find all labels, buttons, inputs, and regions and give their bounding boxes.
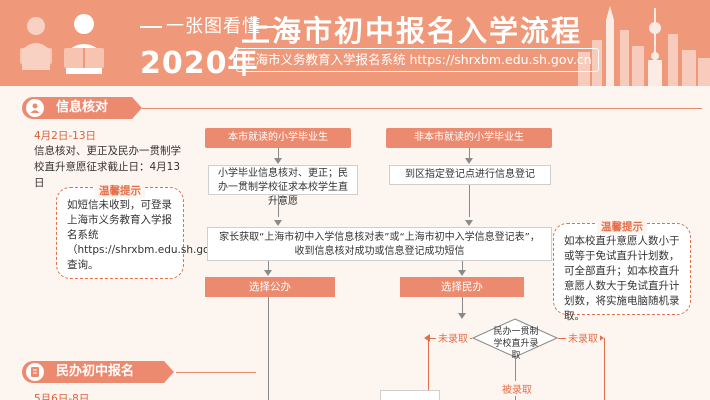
connector	[428, 338, 429, 400]
section-private-signup-rule	[176, 372, 256, 373]
system-url-box: 上海市义务教育入学报名系统 https://shrxbm.edu.sh.gov.…	[236, 48, 599, 72]
connector	[462, 297, 463, 316]
arrow-down-icon	[274, 158, 282, 164]
not-admitted-left-label: 未录取	[436, 330, 470, 345]
connector	[278, 148, 279, 162]
public-flow-line	[268, 297, 269, 400]
connector	[469, 148, 470, 162]
section-info-check-description: 信息核对、更正及民办一贯制学校直升意愿征求截止日：4月13日	[34, 145, 181, 189]
section-private-signup-date: 5月6日-8日	[34, 393, 90, 400]
tagline-dash-right	[265, 26, 287, 28]
arrow-down-icon	[458, 313, 466, 319]
person-icon	[30, 103, 40, 113]
decision-label: 民办一贯制学校直升录取	[493, 327, 539, 361]
section-private-signup-title: 民办初中报名	[56, 364, 135, 379]
tip-promotion-body: 如本校直升意愿人数小于或等于免试直升计划数，可全部直升；如本校直升意愿人数大于免…	[564, 235, 680, 322]
year-label: 2020年	[140, 46, 259, 81]
shanghai-skyline-icon	[578, 6, 710, 86]
arrow-down-icon	[264, 270, 272, 276]
reading-people-icon	[20, 14, 104, 74]
tip-sms-title-wrap: 温馨提示	[57, 179, 183, 198]
section-info-check-title: 信息核对	[56, 100, 109, 115]
nonlocal-student-head: 非本市就读的小学毕业生	[386, 128, 552, 148]
tip-sms-body: 如短信未收到，可登录上海市义务教育入学报名系统（https://shrxbm.e…	[67, 199, 242, 271]
section-private-signup-tag: 民办初中报名	[22, 361, 174, 383]
page-title: 上海市初中报名入学流程	[241, 14, 583, 48]
direct-promotion-decision	[472, 318, 558, 358]
tip-bubble-sms: 温馨提示 如短信未收到，可登录上海市义务教育入学报名系统（https://shr…	[56, 183, 242, 279]
local-info-check-step: 小学毕业信息核对、更正；民办一贯制学校征求本校学生直升意愿	[208, 165, 358, 207]
connector	[469, 185, 470, 217]
connector	[278, 195, 279, 217]
not-admitted-right-label: 未录取	[566, 330, 600, 345]
arrow-down-icon	[274, 220, 282, 226]
arrow-down-icon	[465, 158, 473, 164]
tagline: 一张图看懂	[140, 12, 287, 38]
receive-form-step: 家长获取“上海市初中入学信息核对表”或“上海市初中入学信息登记表”，收到信息核对…	[207, 227, 552, 261]
document-icon	[31, 367, 39, 377]
section-info-check-tag: 信息核对	[22, 97, 142, 119]
local-student-head: 本市就读的小学毕业生	[205, 128, 351, 148]
section-info-check-rule	[142, 108, 702, 109]
choose-public-button: 选择公办	[205, 277, 335, 297]
arrow-left-icon	[424, 334, 430, 342]
arrow-down-icon	[458, 270, 466, 276]
admitted-label: 被录取	[500, 381, 534, 396]
header-banner: 一张图看懂 2020年 上海市初中报名入学流程 上海市义务教育入学报名系统 ht…	[0, 0, 710, 86]
tip-promotion-title: 温馨提示	[597, 219, 647, 234]
nonlocal-register-step: 到区指定登记点进行信息登记	[389, 165, 551, 185]
connector	[604, 338, 605, 400]
admitted-line	[515, 358, 516, 400]
section-badge	[26, 363, 44, 381]
choose-private-button: 选择民办	[400, 277, 524, 297]
next-step-box	[380, 390, 440, 400]
tagline-dash-left	[140, 26, 162, 28]
tagline-text: 一张图看懂	[166, 16, 261, 37]
section-info-check-date: 4月2日-13日	[34, 130, 97, 142]
tip-promotion-title-wrap: 温馨提示	[554, 215, 690, 234]
arrow-right-icon	[598, 334, 604, 342]
connector	[268, 261, 269, 271]
tip-sms-title: 温馨提示	[95, 183, 145, 198]
arrow-down-icon	[465, 220, 473, 226]
section-badge	[26, 99, 44, 117]
connector	[462, 261, 463, 271]
tip-bubble-direct-promotion: 温馨提示 如本校直升意愿人数小于或等于免试直升计划数，可全部直升；如本校直升意愿…	[553, 219, 691, 322]
